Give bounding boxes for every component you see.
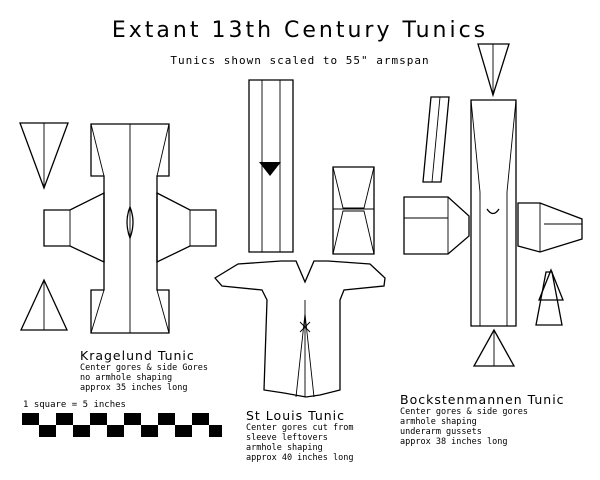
tunic-note: Center gores & side Gores	[80, 363, 208, 373]
scale-square	[107, 425, 124, 437]
tunic-note: Center gores & side gores	[400, 407, 528, 417]
scale-square	[39, 425, 56, 437]
scale-square	[22, 413, 39, 425]
st-louis-caption: St Louis Tunic Center gores cut from sle…	[246, 408, 353, 463]
kragelund-sleeve-right	[156, 191, 217, 264]
scale-square	[175, 425, 192, 437]
scale-square	[124, 413, 141, 425]
scale-square	[192, 413, 209, 425]
scale-bar	[22, 413, 222, 437]
bockstenmannen-sleeve-left	[403, 196, 470, 255]
tunic-note: armhole shaping	[400, 417, 477, 427]
bockstenmannen-gore-left	[422, 96, 450, 183]
kragelund-pattern	[19, 122, 217, 334]
kragelund-sleeve-left	[43, 191, 105, 264]
tunic-name: Bockstenmannen Tunic	[400, 392, 565, 407]
bockstenmannen-gore-bottom-right	[535, 271, 563, 326]
kragelund-caption: Kragelund Tunic Center gores & side Gore…	[80, 348, 208, 393]
tunic-name: St Louis Tunic	[246, 408, 346, 423]
bockstenmannen-gore-top	[477, 43, 510, 98]
scale-square	[73, 425, 90, 437]
tunic-note: underarm gussets	[400, 427, 482, 437]
bockstenmannen-sleeve-right	[517, 202, 583, 253]
st-louis-body-panel	[248, 79, 294, 253]
tunic-note: sleeve leftovers	[246, 433, 328, 443]
bockstenmannen-pattern	[403, 43, 583, 367]
page-title: Extant 13th Century Tunics	[111, 18, 489, 43]
tunic-name: Kragelund Tunic	[80, 348, 195, 363]
scale-square	[90, 413, 107, 425]
scale-square	[141, 425, 158, 437]
st-louis-assembled-tunic	[214, 260, 386, 398]
st-louis-pattern	[214, 79, 386, 398]
bockstenmannen-body	[470, 99, 517, 327]
tunic-note: Center gores cut from	[246, 423, 354, 433]
scale-square	[209, 425, 222, 437]
tunic-note: approx 35 inches long	[80, 383, 188, 393]
scale-square	[158, 413, 175, 425]
tunic-note: no armhole shaping	[80, 373, 173, 383]
scale-label: 1 square = 5 inches	[23, 400, 126, 410]
tunic-note: approx 40 inches long	[246, 453, 354, 463]
st-louis-sleeve-panel	[332, 166, 375, 255]
bockstenmannen-gore-right	[538, 268, 564, 301]
scale-square	[56, 413, 73, 425]
tunic-note: approx 38 inches long	[400, 437, 508, 447]
tunic-note: armhole shaping	[246, 443, 323, 453]
bockstenmannen-caption: Bockstenmannen Tunic Center gores & side…	[400, 392, 565, 447]
page-subtitle: Tunics shown scaled to 55" armspan	[170, 54, 430, 67]
